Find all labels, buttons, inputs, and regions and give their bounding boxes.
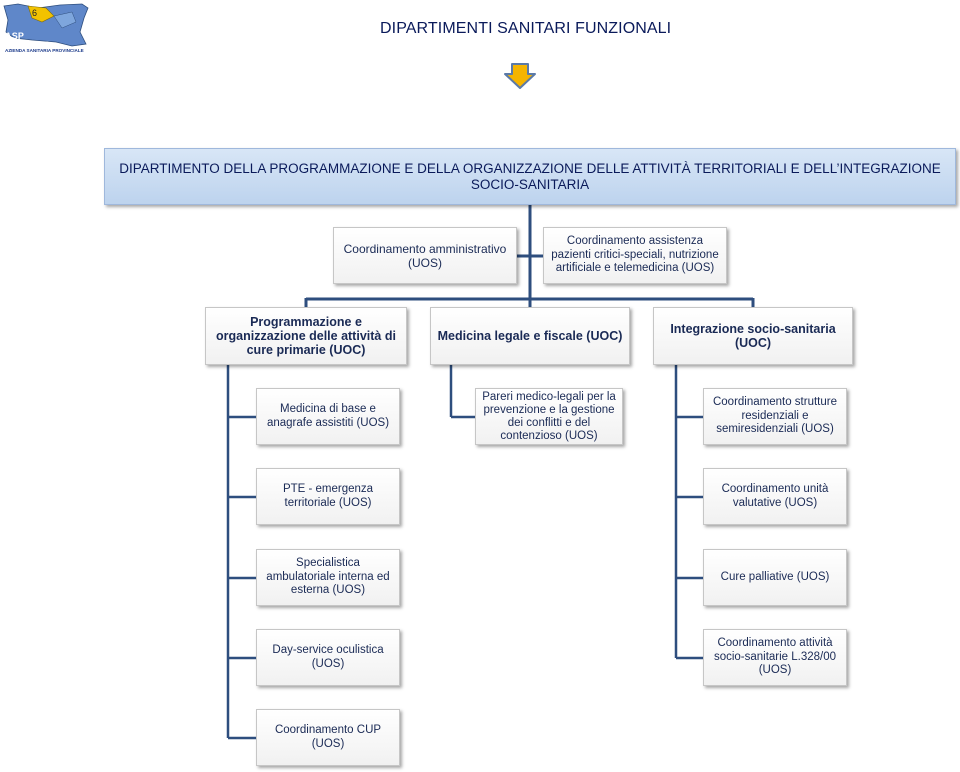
uoc-integrazione-label: Integrazione socio-sanitaria (UOC) [670, 322, 836, 350]
department-box: DIPARTIMENTO DELLA PROGRAMMAZIONE E DELL… [104, 148, 956, 205]
uos-strutture-box: Coordinamento strutture residenziali e s… [703, 388, 847, 445]
uos-strutture-label: Coordinamento strutture residenziali e s… [712, 396, 837, 436]
uos-medicina-base-box: Medicina di base e anagrafe assistiti (U… [256, 388, 400, 445]
staff-critical-label: Coordinamento assistenza pazienti critic… [551, 235, 719, 275]
uos-cup-label: Coordinamento CUP (UOS) [274, 724, 382, 750]
logo-text-palermo: PALERMO [5, 40, 51, 50]
uos-pareri-label: Pareri medico-legali per la prevenzione … [482, 390, 616, 442]
uos-day-service-box: Day-service oculistica (UOS) [256, 629, 400, 686]
uoc-integrazione-box: Integrazione socio-sanitaria (UOC) [653, 307, 853, 365]
down-arrow-icon [504, 63, 536, 89]
uos-cup-box: Coordinamento CUP (UOS) [256, 709, 400, 766]
uos-pte-box: PTE - emergenza territoriale (UOS) [256, 468, 400, 525]
uos-socio-sanitarie-label: Coordinamento attività socio-sanitarie L… [713, 637, 837, 677]
uos-pte-label: PTE - emergenza territoriale (UOS) [282, 483, 374, 509]
uos-cure-palliative-label: Cure palliative (UOS) [720, 570, 830, 583]
uoc-cure-primarie-box: Programmazione e organizzazione delle at… [205, 307, 407, 365]
uos-unita-valutative-box: Coordinamento unità valutative (UOS) [703, 468, 847, 525]
page-title: DIPARTIMENTI SANITARI FUNZIONALI [380, 20, 672, 37]
uos-specialistica-box: Specialistica ambulatoriale interna ed e… [256, 549, 400, 606]
uos-day-service-label: Day-service oculistica (UOS) [272, 644, 384, 670]
staff-admin-box: Coordinamento amministrativo (UOS) [333, 227, 517, 284]
page-number: 6 [32, 8, 38, 18]
department-label: DIPARTIMENTO DELLA PROGRAMMAZIONE E DELL… [119, 160, 941, 192]
uoc-cure-primarie-label: Programmazione e organizzazione delle at… [216, 315, 396, 357]
logo-text-azienda: AZIENDA SANITARIA PROVINCIALE [5, 48, 84, 53]
uoc-medicina-legale-box: Medicina legale e fiscale (UOC) [430, 307, 630, 365]
uos-specialistica-label: Specialistica ambulatoriale interna ed e… [266, 557, 390, 597]
uoc-medicina-legale-label: Medicina legale e fiscale (UOC) [437, 329, 623, 343]
uos-cure-palliative-box: Cure palliative (UOS) [703, 549, 847, 606]
uos-medicina-base-label: Medicina di base e anagrafe assistiti (U… [266, 403, 390, 429]
uos-pareri-box: Pareri medico-legali per la prevenzione … [475, 388, 623, 445]
uos-socio-sanitarie-box: Coordinamento attività socio-sanitarie L… [703, 629, 847, 686]
staff-critical-box: Coordinamento assistenza pazienti critic… [543, 227, 727, 284]
asp-palermo-logo: 6 ASP PALERMO AZIENDA SANITARIA PROVINCI… [2, 2, 90, 54]
staff-admin-label: Coordinamento amministrativo (UOS) [343, 241, 507, 270]
sicily-map-icon [2, 2, 90, 54]
uos-unita-valutative-label: Coordinamento unità valutative (UOS) [721, 483, 829, 509]
logo-text-asp: ASP [5, 31, 25, 41]
